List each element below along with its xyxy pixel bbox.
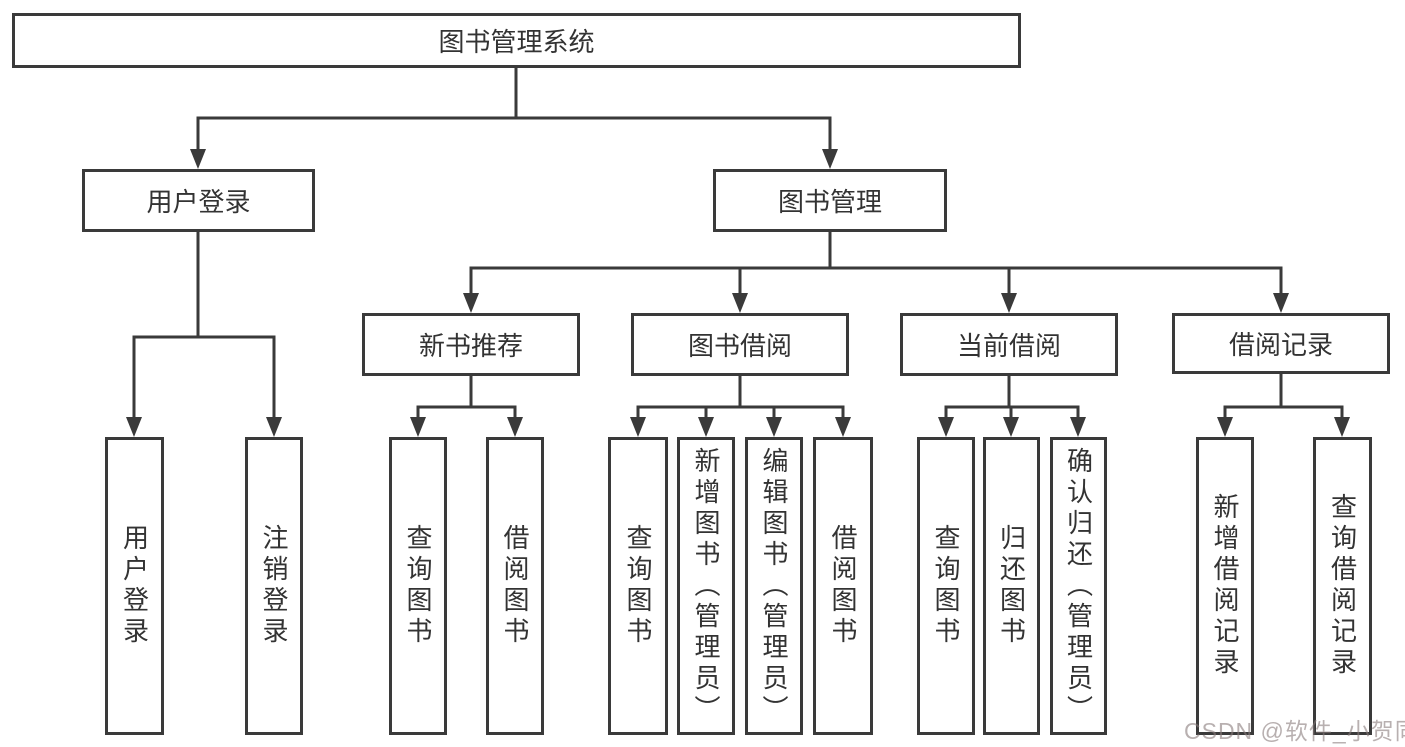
arrowhead: [463, 293, 1289, 313]
leaf-label: 注销登录: [259, 524, 289, 648]
arrowheads: [126, 149, 1350, 437]
leaf-label: 用户登录: [119, 524, 150, 648]
arrowhead: [190, 149, 838, 169]
leaf-add-borrow-record: 新增借阅记录: [1196, 437, 1254, 735]
node-current-borrow: 当前借阅: [900, 313, 1118, 376]
leaf-label: 确认归还（管理员）: [1063, 446, 1094, 726]
leaf-query-book: 查询图书: [608, 437, 668, 735]
connector-book-management: [469, 230, 1283, 298]
leaf-edit-book-admin: 编辑图书（管理员）: [745, 437, 803, 735]
connector-root: [196, 66, 832, 153]
leaf-label: 借阅图书: [828, 524, 858, 648]
leaf-borrow-book: 借阅图书: [813, 437, 873, 735]
leaf-query-book: 查询图书: [389, 437, 447, 735]
arrowhead: [410, 417, 523, 437]
leaf-label: 编辑图书（管理员）: [759, 446, 789, 726]
connector-book-borrow: [636, 374, 845, 422]
leaf-confirm-return-admin: 确认归还（管理员）: [1050, 437, 1107, 735]
csdn-watermark: CSDN @软件_小贺同学: [1184, 718, 1405, 744]
arrowhead: [938, 417, 1086, 437]
leaf-label: 查询图书: [403, 524, 433, 648]
node-root: 图书管理系统: [12, 13, 1021, 68]
connector-user-login: [132, 230, 276, 422]
leaf-label: 查询图书: [623, 524, 653, 648]
node-book-borrow: 图书借阅: [631, 313, 849, 376]
arrowhead: [630, 417, 851, 437]
connector-borrow-records: [1223, 372, 1344, 422]
arrowhead: [126, 417, 282, 437]
leaf-query-book: 查询图书: [917, 437, 975, 735]
node-borrow-records: 借阅记录: [1172, 313, 1390, 374]
arrowhead: [1217, 417, 1350, 437]
leaf-label: 查询借阅记录: [1327, 493, 1358, 679]
leaf-query-borrow-record: 查询借阅记录: [1313, 437, 1372, 735]
leaf-borrow-book: 借阅图书: [486, 437, 544, 735]
node-user-login: 用户登录: [82, 169, 315, 232]
leaf-logout: 注销登录: [245, 437, 303, 735]
node-new-books: 新书推荐: [362, 313, 580, 376]
leaf-label: 新增图书（管理员）: [691, 446, 721, 726]
leaf-label: 新增借阅记录: [1210, 493, 1240, 679]
leaf-add-book-admin: 新增图书（管理员）: [677, 437, 735, 735]
connector-current-borrow: [944, 374, 1080, 422]
connector-new-books: [416, 374, 517, 422]
leaf-user-login: 用户登录: [105, 437, 164, 735]
leaf-label: 借阅图书: [500, 524, 530, 648]
leaf-label: 归还图书: [996, 524, 1027, 648]
leaf-return-book: 归还图书: [983, 437, 1040, 735]
leaf-label: 查询图书: [931, 524, 961, 648]
node-book-management: 图书管理: [713, 169, 947, 232]
